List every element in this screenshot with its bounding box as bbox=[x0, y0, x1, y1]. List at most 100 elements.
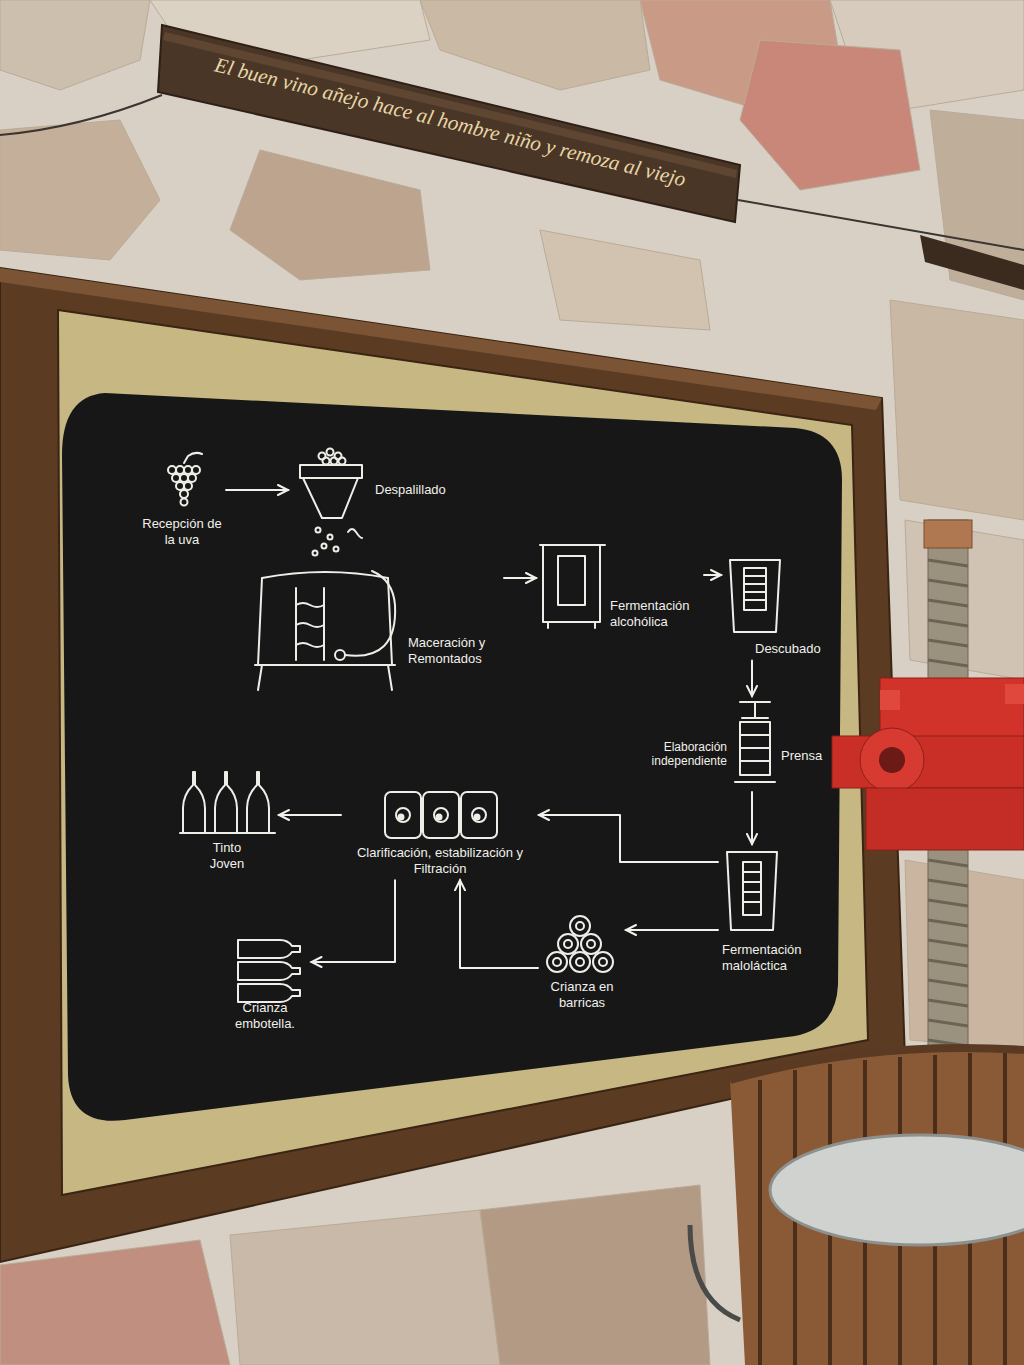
flow-arrow bbox=[704, 574, 721, 576]
chalk-icons bbox=[339, 458, 346, 465]
connector-group bbox=[226, 490, 752, 968]
step-label: Fermentación maloláctica bbox=[722, 942, 817, 973]
process-step: Clarificación, estabilización y Filtraci… bbox=[341, 786, 539, 880]
process-step: Descubado bbox=[721, 551, 825, 661]
wooden-sign bbox=[158, 25, 740, 222]
wine-press bbox=[866, 788, 1024, 850]
chalk-icons bbox=[743, 862, 761, 915]
wall-cable bbox=[920, 235, 1024, 290]
chalk-icons bbox=[258, 665, 392, 690]
stone-wall bbox=[230, 150, 430, 280]
chalk-icons bbox=[313, 551, 318, 556]
process-step: Tinto Joven bbox=[176, 766, 279, 875]
flow-arrow bbox=[460, 880, 538, 968]
flow-arrow bbox=[751, 792, 753, 844]
chalk-icons bbox=[188, 474, 196, 482]
process-step: Maceración y Remontados bbox=[246, 561, 504, 694]
chalk-icons bbox=[180, 474, 188, 482]
chalk-icons bbox=[180, 832, 275, 834]
chalk-icons bbox=[348, 529, 362, 538]
stone-wall bbox=[0, 0, 150, 90]
stone-wall bbox=[420, 0, 650, 90]
wooden-sign bbox=[163, 32, 737, 178]
wall-cable bbox=[0, 95, 162, 135]
process-step: Fermentación alcohólica bbox=[536, 536, 704, 633]
chalk-icons bbox=[576, 958, 584, 966]
chalk-icons bbox=[570, 916, 590, 936]
flow-arrow bbox=[626, 929, 718, 931]
chalk-icons bbox=[593, 952, 613, 972]
chalk-icons bbox=[735, 781, 775, 783]
chalk-icons bbox=[740, 722, 770, 775]
stone-wall bbox=[890, 300, 1024, 520]
wooden-sign bbox=[158, 25, 740, 222]
stone-wall bbox=[230, 1210, 500, 1365]
chalk-icons bbox=[547, 952, 567, 972]
blackboard bbox=[62, 393, 842, 1121]
chalk-icons bbox=[385, 792, 421, 838]
chalk-icons bbox=[558, 556, 585, 605]
chalk-icons bbox=[437, 815, 442, 820]
flow-arrow bbox=[226, 489, 288, 491]
stone-wall bbox=[480, 1185, 710, 1365]
chalk-icons bbox=[335, 650, 345, 660]
process-step: Fermentación maloláctica bbox=[718, 844, 821, 977]
step-label: Descubado bbox=[755, 641, 821, 657]
chalk-icons bbox=[564, 940, 572, 948]
chalk-icons bbox=[300, 465, 362, 478]
press-barrel bbox=[690, 1225, 740, 1320]
step-label: Crianza embotella. bbox=[223, 1000, 308, 1031]
step-label: Maceración y Remontados bbox=[408, 635, 500, 666]
chalk-icons bbox=[540, 545, 605, 622]
chalk-icons bbox=[576, 922, 584, 930]
chalk-icons bbox=[730, 560, 780, 632]
chalk-icons bbox=[345, 571, 395, 656]
flow-arrow bbox=[751, 661, 753, 696]
wine-press bbox=[1005, 684, 1024, 704]
wine-press bbox=[879, 747, 905, 773]
step-label: Clarificación, estabilización y Filtraci… bbox=[345, 845, 535, 876]
process-step: Crianza embotella. bbox=[219, 926, 312, 1035]
chalk-icons bbox=[238, 962, 300, 980]
stone-wall bbox=[0, 1240, 230, 1365]
blackboard bbox=[62, 393, 842, 1121]
chalk-icons bbox=[327, 449, 334, 456]
board-frame bbox=[58, 310, 868, 1195]
process-step: Elaboración independientePrensa bbox=[631, 696, 826, 792]
chalk-icons bbox=[215, 772, 237, 833]
wine-press bbox=[924, 520, 972, 548]
step-label: Tinto Joven bbox=[200, 840, 255, 871]
chalk-icons bbox=[323, 458, 330, 465]
chalk-icons bbox=[184, 482, 192, 490]
chalk-icons bbox=[570, 952, 590, 972]
wine-press bbox=[860, 728, 924, 792]
chalk-icons bbox=[247, 772, 269, 833]
chalk-icons bbox=[192, 466, 200, 474]
stone-wall bbox=[0, 120, 160, 260]
chalk-icons bbox=[168, 466, 176, 474]
chalk-icons bbox=[558, 934, 578, 954]
chalk-icons bbox=[727, 852, 777, 930]
chalk-icons bbox=[434, 808, 448, 822]
press-barrel bbox=[690, 1048, 1024, 1365]
step-label: Despalillado bbox=[375, 482, 446, 498]
chalk-icons bbox=[553, 958, 561, 966]
chalk-icons bbox=[183, 772, 205, 833]
process-step: Recepción de la uva bbox=[138, 454, 226, 551]
chalk-icons bbox=[322, 544, 327, 549]
chalk-icons bbox=[303, 478, 358, 518]
step-label: Fermentación alcohólica bbox=[610, 598, 700, 629]
step-label: Prensa bbox=[781, 748, 822, 764]
flow-arrow bbox=[279, 814, 341, 816]
chalk-icons bbox=[180, 490, 188, 498]
chalk-icons bbox=[472, 808, 486, 822]
chalk-icons bbox=[181, 499, 188, 506]
chalk-icons bbox=[328, 535, 333, 540]
chalk-icons bbox=[316, 528, 321, 533]
chalk-icons bbox=[548, 622, 595, 628]
process-step: Despalillado bbox=[288, 444, 450, 527]
